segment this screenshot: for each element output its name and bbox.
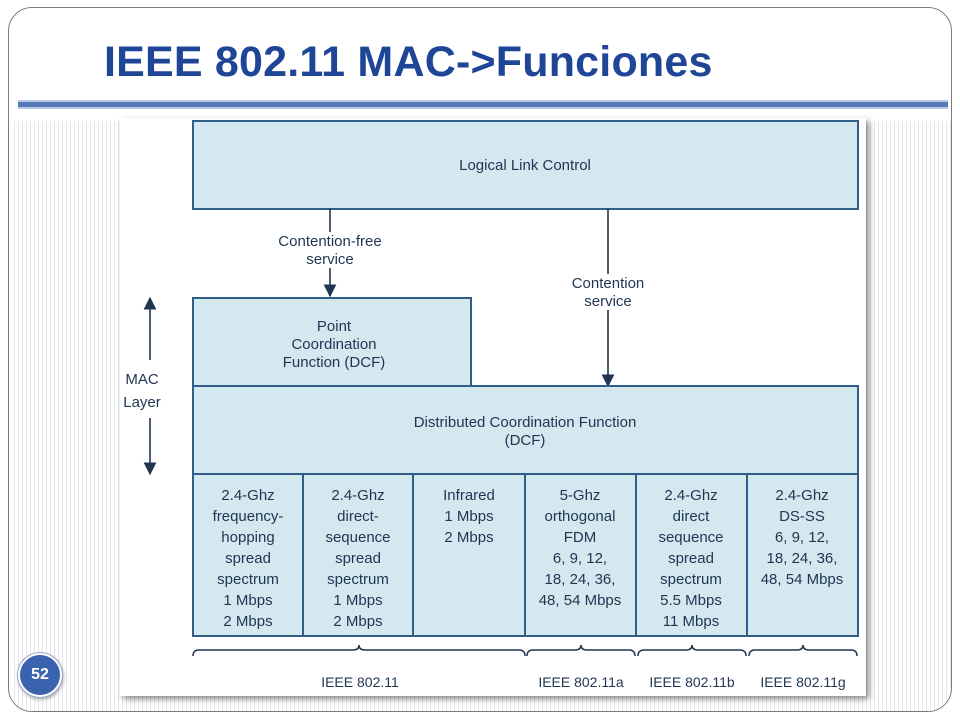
title-underline: [18, 100, 948, 109]
phy-ofdm-line-3: FDM: [564, 529, 597, 546]
standard-label-80211b: IEEE 802.11b: [649, 674, 735, 690]
dcf-box: [192, 385, 859, 475]
mac-layer-label-2: Layer: [123, 394, 161, 411]
phy-cell-hr-dsss: [635, 473, 748, 637]
phy-hr-dsss-line-6: 5.5 Mbps: [660, 592, 722, 609]
contention-free-label-2: service: [306, 251, 354, 268]
phy-ofdm-line-1: 5-Ghz: [560, 487, 601, 504]
pcf-label-1: Point: [317, 318, 352, 335]
phy-fhss-line-4: spread: [225, 550, 271, 567]
contention-label-2: service: [584, 293, 632, 310]
slide-number-badge: 52: [18, 653, 62, 697]
phy-dsss-line-2: direct-: [337, 508, 379, 525]
brace-ieee-80211: [192, 644, 526, 657]
phy-ofdm-line-6: 48, 54 Mbps: [539, 592, 622, 609]
phy-cell-dsss: [302, 473, 414, 637]
phy-fhss-line-5: spectrum: [217, 571, 279, 588]
phy-ds-ss-g-line-1: 2.4-Ghz: [775, 487, 828, 504]
phy-fhss-line-6: 1 Mbps: [223, 592, 272, 609]
phy-dsss-line-7: 2 Mbps: [333, 613, 382, 630]
phy-row: [192, 473, 859, 637]
mac-architecture-diagram: Logical Link Control Contention-free ser…: [123, 120, 859, 690]
phy-infrared-line-1: Infrared: [443, 487, 495, 504]
phy-hr-dsss-line-5: spectrum: [660, 571, 722, 588]
llc-box: [192, 120, 859, 210]
phy-ds-ss-g-line-4: 18, 24, 36,: [767, 550, 838, 567]
phy-cell-ofdm: [524, 473, 637, 637]
phy-hr-dsss-line-4: spread: [668, 550, 714, 567]
phy-dsss-line-6: 1 Mbps: [333, 592, 382, 609]
standard-label-80211: IEEE 802.11: [321, 674, 399, 690]
phy-ds-ss-g-line-3: 6, 9, 12,: [775, 529, 829, 546]
pcf-box: [192, 297, 472, 387]
phy-cell-ds-ss-g: [746, 473, 859, 637]
slide-title: IEEE 802.11 MAC->Funciones: [104, 38, 713, 86]
phy-hr-dsss-line-1: 2.4-Ghz: [664, 487, 717, 504]
brace-ieee-80211g: [748, 644, 858, 657]
phy-infrared-line-2: 1 Mbps: [444, 508, 493, 525]
contention-label-1: Contention: [572, 275, 645, 292]
pcf-label-3: Function (DCF): [283, 354, 386, 371]
phy-hr-dsss-line-3: sequence: [658, 529, 723, 546]
phy-ds-ss-g-line-2: DS-SS: [779, 508, 825, 525]
dcf-label-1: Distributed Coordination Function: [414, 414, 637, 431]
phy-fhss-line-7: 2 Mbps: [223, 613, 272, 630]
dcf-label-2: (DCF): [505, 432, 546, 449]
phy-infrared-line-3: 2 Mbps: [444, 529, 493, 546]
brace-ieee-80211b: [637, 644, 747, 657]
phy-hr-dsss-line-7: 11 Mbps: [663, 613, 719, 630]
brace-ieee-80211a: [526, 644, 636, 657]
phy-fhss-line-2: frequency-: [213, 508, 284, 525]
phy-hr-dsss-line-2: direct: [673, 508, 711, 525]
phy-fhss-line-1: 2.4-Ghz: [221, 487, 274, 504]
standard-label-80211a: IEEE 802.11a: [538, 674, 624, 690]
phy-ofdm-line-5: 18, 24, 36,: [545, 571, 616, 588]
phy-dsss-line-1: 2.4-Ghz: [331, 487, 384, 504]
phy-ds-ss-g-line-5: 48, 54 Mbps: [761, 571, 844, 588]
phy-dsss-line-5: spectrum: [327, 571, 389, 588]
phy-ofdm-line-4: 6, 9, 12,: [553, 550, 607, 567]
phy-ofdm-line-2: orthogonal: [545, 508, 616, 525]
phy-fhss-line-3: hopping: [221, 529, 274, 546]
phy-dsss-line-3: sequence: [325, 529, 390, 546]
phy-dsss-line-4: spread: [335, 550, 381, 567]
llc-label: Logical Link Control: [459, 157, 591, 174]
pcf-label-2: Coordination: [291, 336, 376, 353]
contention-free-label-1: Contention-free: [278, 233, 381, 250]
mac-layer-label-1: MAC: [125, 371, 159, 388]
standard-label-80211g: IEEE 802.11g: [760, 674, 845, 690]
phy-cell-infrared: [412, 473, 526, 637]
